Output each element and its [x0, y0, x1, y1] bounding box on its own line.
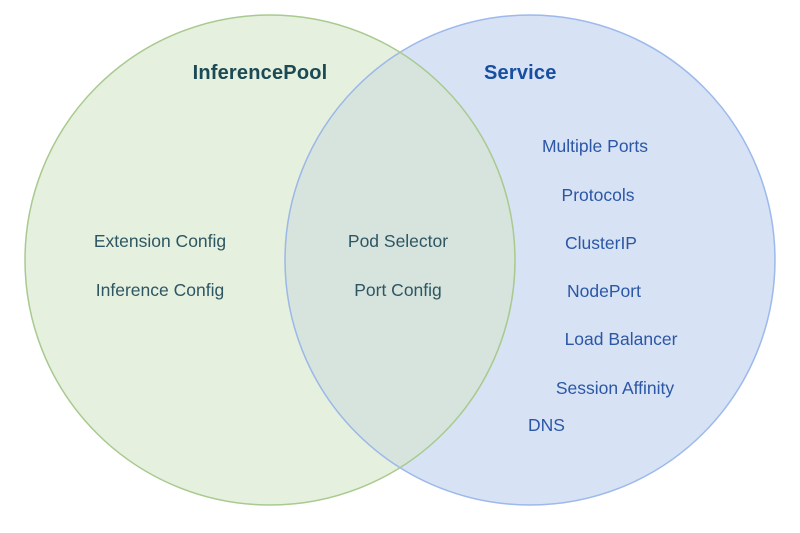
service-item-multiple-ports: Multiple Ports [541, 136, 648, 156]
service-item-dns: DNS [528, 415, 565, 435]
service-item-clusterip: ClusterIP [565, 233, 637, 253]
intersection-item-pod-selector: Pod Selector [347, 231, 449, 251]
service-item-protocols: Protocols [561, 185, 635, 205]
service-item-session-affinity: Session Affinity [555, 378, 675, 398]
service-item-load-balancer: Load Balancer [564, 329, 678, 349]
inferencepool-item-inference-config: Inference Config [95, 280, 225, 300]
intersection-item-port-config: Port Config [354, 280, 442, 300]
service-item-nodeport: NodePort [567, 281, 641, 301]
inferencepool-item-extension-config: Extension Config [93, 231, 227, 251]
service-circle-outline [284, 14, 776, 506]
inferencepool-title: InferencePool [192, 62, 328, 84]
service-title: Service [484, 62, 557, 84]
inferencepool-circle-outline [24, 14, 516, 506]
intersection-lens [284, 52, 516, 468]
